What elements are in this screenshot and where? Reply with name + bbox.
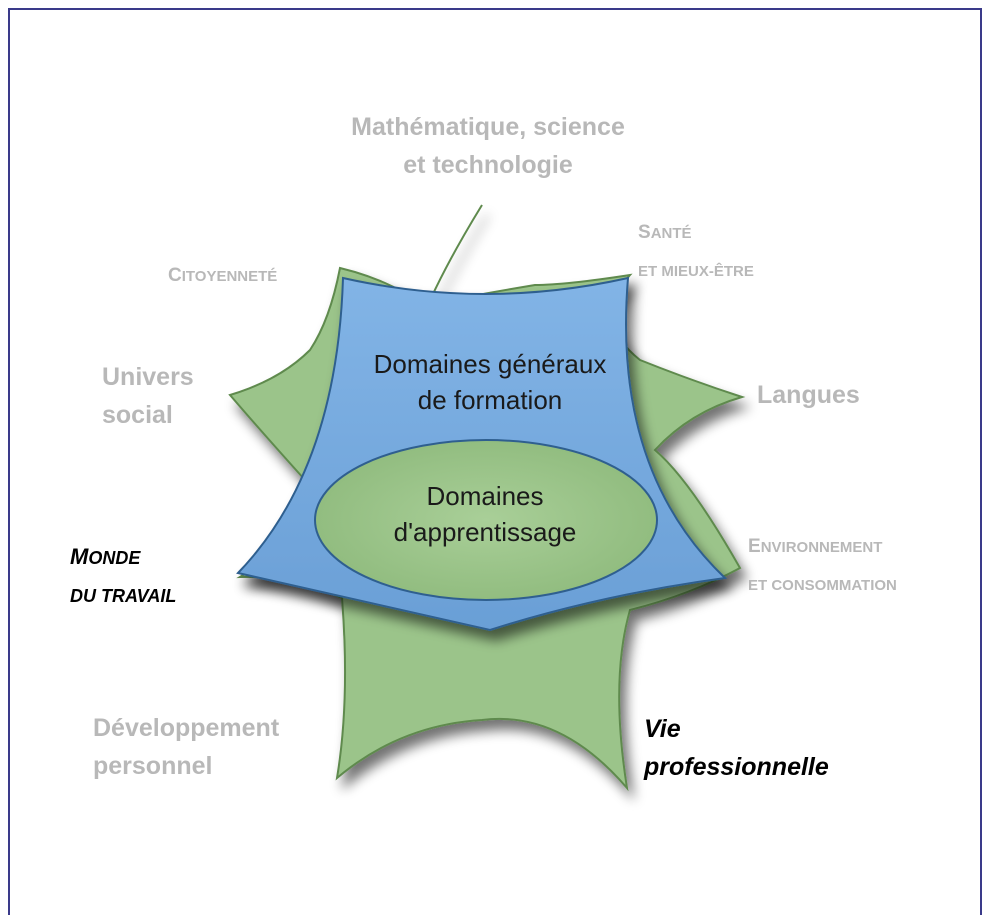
label-sante-cap: S [638, 222, 651, 243]
label-developpement-line1: Développement [93, 714, 280, 742]
label-monde-line2: DU TRAVAIL [70, 586, 177, 606]
label-environnement-line2: ET CONSOMMATION [748, 577, 897, 594]
label-univers-social: Univers social [102, 358, 194, 434]
label-sante-rest: ANTÉ [650, 225, 692, 242]
label-vie-professionnelle: Vie professionnelle [644, 710, 829, 786]
label-univers-line1: Univers [102, 363, 194, 391]
label-citoyennete-cap: C [168, 265, 182, 286]
label-sante-line2: ET MIEUX-ÊTRE [638, 263, 754, 280]
diagram-frame [8, 8, 982, 915]
label-univers-line2: social [102, 401, 173, 429]
inner-ellipse [314, 439, 658, 601]
label-developpement-personnel: Développement personnel [93, 709, 279, 785]
learning-domains-line2: d'apprentissage [393, 517, 577, 547]
label-math-science-technology: Mathématique, science et technologie [328, 108, 648, 184]
label-vie-line1: Vie [644, 715, 681, 743]
general-domains-line1: Domaines généraux [373, 349, 607, 379]
label-langues-text: Langues [757, 381, 860, 409]
label-monde-du-travail: MONDE DU TRAVAIL [70, 538, 176, 615]
label-sante-mieux-etre: SANTÉ ET MIEUX-ÊTRE [638, 214, 754, 291]
label-environnement-consommation: ENVIRONNEMENT ET CONSOMMATION [748, 528, 897, 605]
general-domains-line2: de formation [417, 385, 563, 415]
label-math-line1: Mathématique, science [351, 113, 625, 141]
label-environnement-cap: E [748, 536, 761, 557]
label-langues: Langues [757, 376, 860, 414]
label-environnement-rest: NVIRONNEMENT [760, 539, 883, 556]
label-monde-rest: ONDE [88, 548, 141, 568]
label-monde-cap: M [70, 544, 89, 569]
label-math-line2: et technologie [403, 151, 573, 179]
label-vie-line2: professionnelle [644, 753, 829, 781]
label-developpement-line2: personnel [93, 752, 213, 780]
learning-domains-title: Domaines d'apprentissage [360, 478, 610, 550]
label-citoyennete-rest: ITOYENNETÉ [181, 268, 278, 285]
label-citoyennete: CITOYENNETÉ [168, 257, 277, 296]
general-domains-title: Domaines généraux de formation [340, 346, 640, 418]
learning-domains-line1: Domaines [426, 481, 544, 511]
